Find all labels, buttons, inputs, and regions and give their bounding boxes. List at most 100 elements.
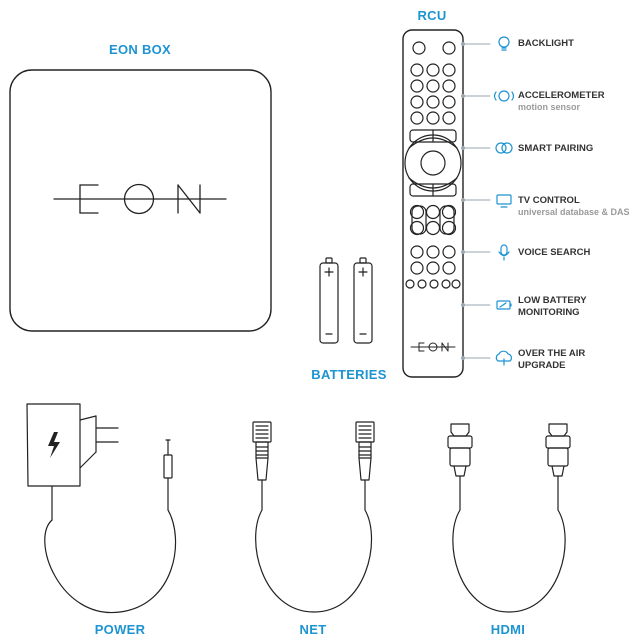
battery-icon [496, 300, 512, 310]
feature-ota-upgrade-title: OVER THE AIR [518, 348, 586, 359]
feature-tv-control: TV CONTROL universal database & DAS [518, 195, 630, 217]
rj45-head [355, 421, 375, 443]
remote-key [442, 63, 456, 77]
remote-key [426, 245, 440, 259]
feature-voice-search-title: VOICE SEARCH [518, 247, 591, 258]
hdmi-collar [447, 435, 473, 449]
remote-key [410, 79, 424, 93]
rj45-boot [358, 457, 372, 481]
remote-key [426, 95, 440, 109]
remote-key [425, 204, 441, 220]
feature-accelerometer-subtitle: motion sensor [518, 102, 581, 112]
feature-smart-pairing-title: SMART PAIRING [518, 143, 594, 154]
hdmi-title: HDMI [490, 622, 526, 637]
eon-box-title: EON BOX [108, 42, 172, 57]
remote-key [410, 111, 424, 125]
hdmi-boot [453, 465, 467, 477]
network-cable [252, 421, 375, 613]
hdmi-body [547, 447, 569, 467]
rj45-plug-left [252, 421, 272, 481]
remote-key-rocker [439, 205, 455, 235]
lightning-icon [48, 432, 60, 458]
feature-leader-dot [461, 303, 465, 307]
rj45-boot [255, 457, 269, 481]
remote-logo [410, 342, 456, 352]
remote-key [426, 63, 440, 77]
feature-tv-control-title: TV CONTROL [518, 195, 580, 206]
hdmi-plug-right [545, 423, 571, 477]
batteries-title: BATTERIES [311, 367, 387, 382]
feature-leader-dot [461, 250, 465, 254]
bulb-icon [498, 36, 510, 51]
rj45-plug-right [355, 421, 375, 481]
hdmi-plug-left [447, 423, 473, 477]
hdmi-tip [548, 423, 568, 437]
remote-nav-cluster [404, 129, 462, 197]
feature-leader-dot [461, 198, 465, 202]
feature-accelerometer: ACCELEROMETER motion sensor [518, 90, 605, 112]
remote-key [426, 79, 440, 93]
tv-icon [496, 194, 512, 208]
feature-leader-dot [461, 356, 465, 360]
feature-low-battery-title: LOW BATTERY [518, 295, 587, 306]
remote-key [442, 245, 456, 259]
feature-backlight: BACKLIGHT [518, 38, 574, 50]
remote-key [410, 95, 424, 109]
feature-leader-dot [461, 42, 465, 46]
feature-tv-control-subtitle: universal database & DAS [518, 207, 630, 217]
feature-ota-upgrade-title-line2: UPGRADE [518, 360, 566, 371]
rj45-head [252, 421, 272, 443]
remote-key-small [441, 279, 451, 289]
battery-left [319, 257, 339, 344]
cloud-upgrade-icon [495, 350, 512, 366]
rj45-body [358, 441, 372, 459]
rj45-body [255, 441, 269, 459]
hdmi-collar [545, 435, 571, 449]
feature-low-battery-title-line2: MONITORING [518, 307, 580, 318]
eon-box-device [9, 69, 272, 332]
hdmi-boot [551, 465, 565, 477]
remote-key [442, 261, 456, 275]
remote-key [410, 245, 424, 259]
net-title: NET [299, 622, 327, 637]
batteries [319, 257, 373, 344]
remote-keypad-bottom [405, 204, 461, 289]
feature-accelerometer-title: ACCELEROMETER [518, 90, 605, 101]
remote-key-small [429, 279, 439, 289]
remote-key [426, 111, 440, 125]
remote-key [410, 261, 424, 275]
hdmi-body [449, 447, 471, 467]
remote-key-small [405, 279, 415, 289]
microphone-icon [498, 244, 510, 261]
remote-key [442, 95, 456, 109]
hdmi-cable [447, 423, 571, 613]
remote-key-small [417, 279, 427, 289]
hdmi-tip [450, 423, 470, 437]
remote-key [442, 79, 456, 93]
feature-leader-dot [461, 94, 465, 98]
remote-key [442, 111, 456, 125]
remote-key [410, 63, 424, 77]
pairing-icon [495, 142, 513, 154]
rcu-title: RCU [417, 8, 447, 23]
feature-smart-pairing: SMART PAIRING [518, 143, 593, 155]
eon-box-logo [53, 183, 227, 215]
feature-leader-dot [461, 146, 465, 150]
remote-key-small [451, 279, 461, 289]
feature-ota-upgrade: OVER THE AIR UPGRADE [518, 348, 585, 372]
feature-leader-lines [461, 42, 491, 360]
power-adapter [26, 403, 177, 614]
feature-backlight-title: BACKLIGHT [518, 38, 574, 49]
remote-keypad-top [410, 63, 456, 125]
remote-control-device [402, 29, 464, 378]
motion-sensor-icon [493, 90, 515, 102]
feature-low-battery: LOW BATTERY MONITORING [518, 295, 587, 319]
remote-key-rocker [411, 205, 427, 235]
feature-voice-search: VOICE SEARCH [518, 247, 590, 259]
power-title: POWER [94, 622, 146, 637]
battery-right [353, 257, 373, 344]
remote-key [426, 261, 440, 275]
remote-key [425, 220, 441, 236]
